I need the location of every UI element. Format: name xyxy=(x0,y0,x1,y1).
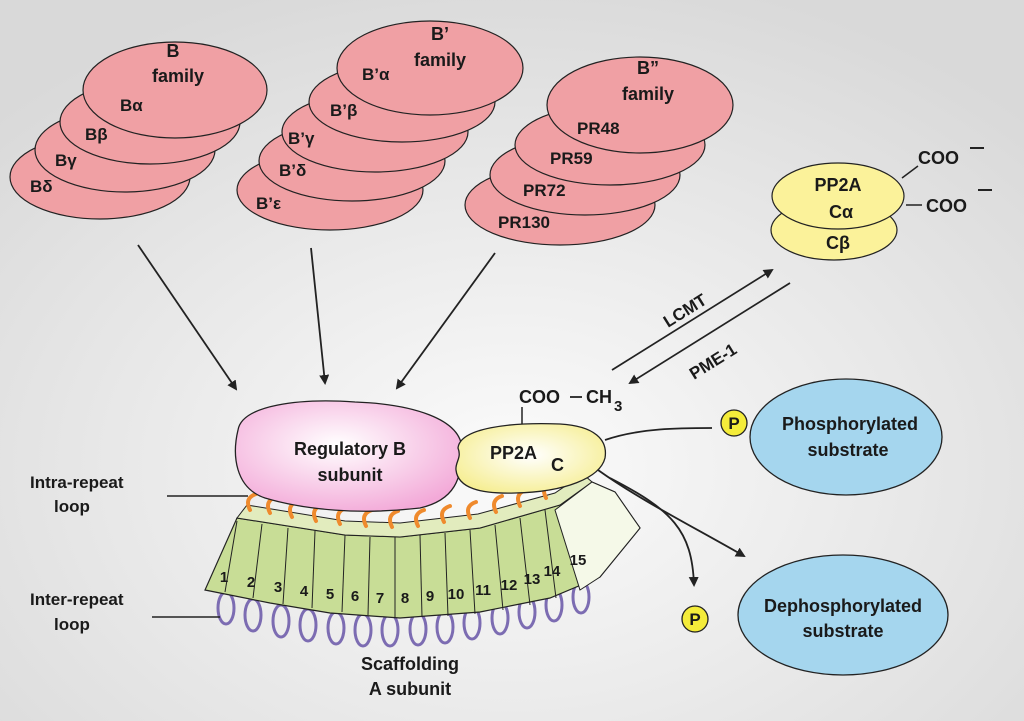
inter-repeat-label-2: loop xyxy=(54,615,90,634)
phosphorylated-substrate: Phosphorylated substrate P xyxy=(720,378,943,496)
repeat-numbers: 1 2 3 4 5 6 7 8 9 10 11 12 13 14 15 xyxy=(220,552,587,607)
scaffold-label-2: A subunit xyxy=(369,679,451,699)
c-alpha-label: Cα xyxy=(829,202,853,222)
phospho-connector xyxy=(604,427,713,441)
methyl-coo: COO xyxy=(519,387,560,407)
inter-repeat-label-1: Inter-repeat xyxy=(30,590,124,609)
repeat-4: 4 xyxy=(300,583,309,600)
repeat-3: 3 xyxy=(274,579,282,596)
methyl-sub: 3 xyxy=(614,398,622,415)
substrate-arrows xyxy=(597,427,746,587)
b-alpha-oval: Bα B family xyxy=(82,41,268,139)
bprime-family-stack: B’ε B’δ B’γ B’β B’α B’ family xyxy=(236,20,524,231)
bdouble-family-title-2: family xyxy=(622,84,674,104)
bprime-epsilon-label: B’ε xyxy=(256,194,281,213)
arrow-bdouble-family xyxy=(395,252,496,390)
scaffold-label-1: Scaffolding xyxy=(361,654,459,674)
repeat-9: 9 xyxy=(426,588,434,605)
pp2a-c-main: PP2A xyxy=(490,443,537,463)
repeat-14: 14 xyxy=(544,563,561,580)
assembly-arrows xyxy=(137,244,496,391)
scaffolding-a-subunit: 1 2 3 4 5 6 7 8 9 10 11 12 13 14 15 xyxy=(204,473,641,648)
regulatory-b-line1: Regulatory B xyxy=(294,439,406,459)
repeat-2: 2 xyxy=(247,574,255,591)
free-pp2a-c: PP2A Cα Cβ COO COO xyxy=(770,147,992,261)
phosphate-bound-label: P xyxy=(728,414,739,433)
pp2a-c-sub: C xyxy=(551,455,564,475)
intra-repeat-label-2: loop xyxy=(54,497,90,516)
b-delta-label: Bδ xyxy=(30,177,53,196)
phosphate-badge-free xyxy=(681,605,709,633)
coo-top-label: COO xyxy=(918,148,959,168)
dephospho-line2: substrate xyxy=(802,621,883,641)
c-alpha-disc xyxy=(771,162,905,230)
bprime-delta-label: B’δ xyxy=(279,161,306,180)
bdouble-family-title-1: B” xyxy=(637,58,659,78)
repeat-8: 8 xyxy=(401,590,409,607)
arrow-b-family xyxy=(137,244,238,391)
b-family-title-2: family xyxy=(152,66,204,86)
bprime-alpha-label: B’α xyxy=(362,65,390,84)
b-family-title-1: B xyxy=(167,41,180,61)
phospho-line1: Phosphorylated xyxy=(782,414,918,434)
regulatory-b-line2: subunit xyxy=(318,465,383,485)
dephosphorylated-substrate: Dephosphorylated substrate P xyxy=(681,554,949,676)
repeat-6: 6 xyxy=(351,588,359,605)
bprime-alpha-oval: B’α B’ family xyxy=(336,20,524,116)
repeat-12: 12 xyxy=(501,577,518,594)
pr48-label: PR48 xyxy=(577,119,620,138)
phosphate-badge-bound xyxy=(720,409,748,437)
intra-repeat-label-1: Intra-repeat xyxy=(30,473,124,492)
pr72-label: PR72 xyxy=(523,181,566,200)
phosphate-free-label: P xyxy=(689,610,700,629)
bprime-gamma-label: B’γ xyxy=(288,129,315,148)
repeat-dividers xyxy=(224,501,581,618)
repeat-15: 15 xyxy=(570,552,587,569)
coo-side-label: COO xyxy=(926,196,967,216)
pr130-label: PR130 xyxy=(498,213,550,232)
pr59-label: PR59 xyxy=(550,149,593,168)
repeat-7: 7 xyxy=(376,590,384,607)
c-beta-label: Cβ xyxy=(826,233,850,253)
loop-labels: Intra-repeat loop Inter-repeat loop xyxy=(30,473,248,634)
lcmt-arrow xyxy=(611,268,774,371)
bprime-family-title-2: family xyxy=(414,50,466,70)
free-pp2a-title: PP2A xyxy=(814,175,861,195)
repeat-11: 11 xyxy=(475,582,491,599)
b-alpha-label: Bα xyxy=(120,96,143,115)
scaffold-light-end xyxy=(554,481,641,591)
repeat-1: 1 xyxy=(220,569,228,586)
pp2a-c-holoenzyme: PP2A C COO CH 3 xyxy=(455,387,622,494)
bdouble-family-stack: PR130 PR72 PR59 PR48 B” family xyxy=(464,56,734,246)
b-family-stack: Bδ Bγ Bβ Bα B family xyxy=(9,41,268,220)
b-gamma-label: Bγ xyxy=(55,151,77,170)
repeat-10: 10 xyxy=(448,586,465,603)
pr48-oval: PR48 B” family xyxy=(546,56,734,154)
bprime-family-title-1: B’ xyxy=(431,24,449,44)
repeat-13: 13 xyxy=(524,571,541,588)
phosphate-release-arrow xyxy=(609,477,699,587)
bprime-beta-label: B’β xyxy=(330,101,357,120)
methyl-ch: CH xyxy=(586,387,612,407)
phospho-line2: substrate xyxy=(807,440,888,460)
regulatory-b-subunit: Regulatory B subunit xyxy=(234,400,463,512)
pme1-arrow xyxy=(628,282,791,385)
b-beta-label: Bβ xyxy=(85,125,108,144)
dephospho-line1: Dephosphorylated xyxy=(764,596,922,616)
repeat-5: 5 xyxy=(326,586,334,603)
arrow-bprime-family xyxy=(310,247,330,385)
scaffold-label: Scaffolding A subunit xyxy=(361,654,459,699)
